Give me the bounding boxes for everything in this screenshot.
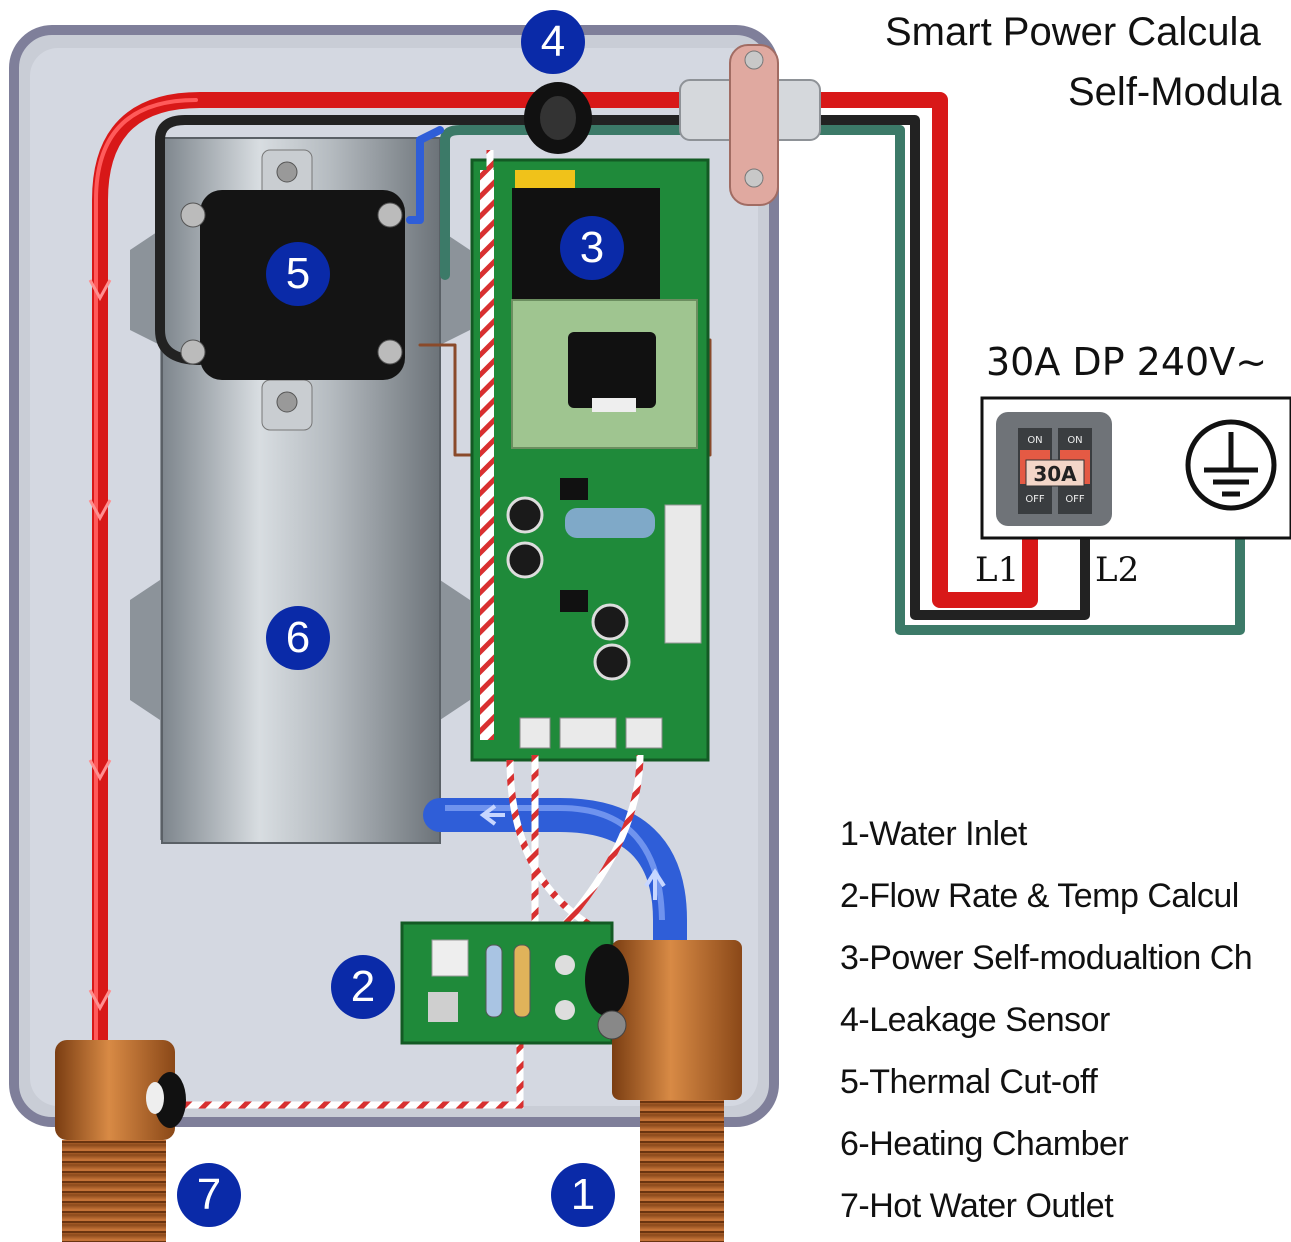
legend-item-5: 5-Thermal Cut-off bbox=[840, 1063, 1098, 1101]
legend-item-2: 2-Flow Rate & Temp Calcul bbox=[840, 877, 1239, 915]
breaker-off-label-2: OFF bbox=[1065, 494, 1085, 505]
breaker-switch-text: 30A bbox=[1033, 462, 1077, 486]
badge-6: 6 bbox=[266, 606, 330, 670]
title-line-1: Smart Power Calcula bbox=[885, 10, 1261, 54]
line-1-label: L1 bbox=[975, 550, 1020, 590]
badge-7: 7 bbox=[177, 1163, 241, 1227]
ground-symbol-icon bbox=[1185, 419, 1277, 511]
badge-1: 1 bbox=[551, 1163, 615, 1227]
breaker-rating-label: 30A DP 240V~ bbox=[986, 340, 1268, 384]
legend-item-3: 3-Power Self-modualtion Ch bbox=[840, 939, 1253, 977]
flow-arrow-icon bbox=[88, 279, 112, 1012]
badge-5: 5 bbox=[266, 242, 330, 306]
legend-item-6: 6-Heating Chamber bbox=[840, 1125, 1129, 1163]
cable-clamp bbox=[679, 44, 821, 206]
legend-item-1: 1-Water Inlet bbox=[840, 815, 1027, 853]
flow-temp-sensor-board bbox=[400, 921, 614, 1045]
water-inlet-fitting bbox=[585, 940, 742, 1242]
sensor-wires bbox=[180, 150, 644, 1109]
circuit-breaker-panel: 30A ON ON OFF OFF bbox=[980, 396, 1291, 540]
badge-3: 3 bbox=[560, 216, 624, 280]
badge-4: 4 bbox=[521, 10, 585, 74]
leakage-sensor-ring bbox=[524, 82, 592, 154]
breaker-on-label-1: ON bbox=[1027, 435, 1042, 446]
legend-item-7: 7-Hot Water Outlet bbox=[840, 1187, 1114, 1225]
badge-2: 2 bbox=[331, 955, 395, 1019]
circuit-breaker-icon: 30A ON ON OFF OFF bbox=[996, 412, 1112, 526]
breaker-off-label-1: OFF bbox=[1025, 494, 1045, 505]
legend-item-4: 4-Leakage Sensor bbox=[840, 1001, 1110, 1039]
hot-water-outlet-fitting bbox=[55, 1040, 186, 1242]
line-2-label: L2 bbox=[1095, 550, 1140, 590]
breaker-on-label-2: ON bbox=[1067, 435, 1082, 446]
water-pipe bbox=[423, 798, 687, 977]
title-line-2: Self-Modula bbox=[1068, 70, 1282, 114]
